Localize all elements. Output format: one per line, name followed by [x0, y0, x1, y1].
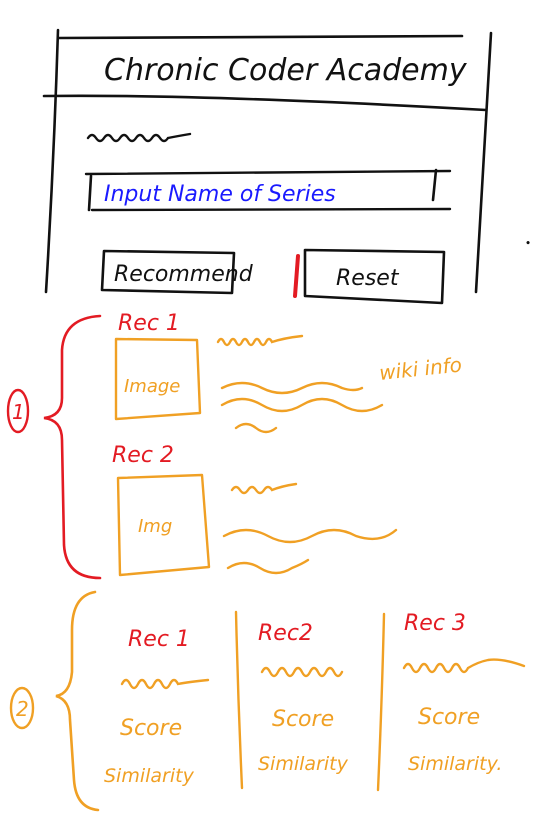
- recommend-button[interactable]: Recommend: [100, 249, 254, 295]
- reset-button-label: Reset: [336, 266, 400, 291]
- app-title: Chronic Coder Academy: [104, 53, 468, 88]
- option-2-brace: [55, 590, 100, 812]
- option-1-rec-1-image-placeholder: Image: [114, 337, 202, 421]
- option-1-rec-2-line-1: [222, 528, 398, 544]
- option-2-number: 2: [16, 697, 29, 721]
- option-2-rec-3-score: Score: [418, 705, 480, 730]
- title-divider-line: [42, 94, 488, 112]
- recommend-button-border: [100, 249, 236, 295]
- option-2-rec-3-similarity: Similarity.: [408, 753, 502, 775]
- stray-dot: [526, 241, 530, 245]
- option-1-rec-1-line-3: [234, 422, 278, 434]
- option-2-rec-3-title-scribble: [402, 658, 526, 674]
- option-1-number-circle: [6, 388, 30, 434]
- option-2-rec-3-heading: Rec 3: [404, 611, 466, 636]
- input-right-line: [431, 168, 438, 202]
- option-1-rec-1-image-box: [114, 337, 202, 421]
- input-top-line: [84, 169, 452, 176]
- option-2-rec-1-score: Score: [120, 716, 182, 741]
- reset-button[interactable]: Reset: [293, 248, 446, 305]
- option-1-rec-2-title-scribble: [230, 482, 298, 495]
- reset-button-border: [303, 248, 446, 305]
- option-1-rec-2-image-placeholder: Img: [116, 473, 211, 577]
- option-1-wiki-info-note: wiki info: [378, 352, 463, 385]
- input-placeholder-text: Input Name of Series: [104, 182, 336, 207]
- app-window-frame: [42, 28, 493, 294]
- frame-top-line: [56, 34, 464, 40]
- option-1-rec-2-image-box: [116, 473, 211, 577]
- frame-left-line: [44, 28, 60, 294]
- option-1-number: 1: [12, 400, 25, 424]
- subtitle-scribble: [86, 132, 192, 143]
- option-1-brace: [43, 314, 102, 580]
- option-1-rec-1-image-label: Image: [124, 376, 180, 397]
- option-1-number-badge: 1: [6, 388, 30, 434]
- option-1-rec-2-text-scribbles: [222, 482, 398, 575]
- option-2-rec-2-title-scribble: [260, 666, 344, 678]
- option-2-rec-1-similarity: Similarity: [104, 765, 195, 787]
- input-left-line: [87, 174, 93, 212]
- input-bottom-line: [90, 207, 452, 212]
- option-1-rec-1-line-1: [220, 381, 364, 395]
- option-2-rec-2-score: Score: [272, 707, 334, 732]
- series-input-field[interactable]: Input Name of Series: [84, 168, 452, 212]
- option-2-column-dividers: [234, 610, 386, 792]
- option-1-rec-2-heading: Rec 2: [112, 443, 174, 468]
- option-2-rec-1-title-scribble: [120, 678, 210, 690]
- option-2-rec-1-heading: Rec 1: [128, 627, 190, 652]
- option-2-divider-1: [234, 610, 244, 790]
- option-2-number-badge: 2: [9, 686, 35, 730]
- reset-button-red-mark: [293, 254, 300, 298]
- option-1-rec-2-image-label: Img: [138, 516, 172, 537]
- option-2-rec-2-heading: Rec2: [258, 621, 313, 646]
- option-2-number-circle: [9, 686, 35, 730]
- option-1-rec-1-title-scribble: [216, 334, 304, 347]
- option-1-rec-2-line-2: [226, 558, 310, 575]
- frame-right-line: [474, 31, 493, 294]
- option-2-divider-2: [376, 612, 386, 792]
- recommend-button-label: Recommend: [114, 262, 254, 287]
- option-1-rec-1-text-scribbles: [216, 334, 384, 434]
- option-1-rec-1-line-2: [220, 397, 384, 413]
- option-1-rec-1-heading: Rec 1: [118, 311, 180, 336]
- option-2-rec-2-similarity: Similarity: [258, 753, 349, 775]
